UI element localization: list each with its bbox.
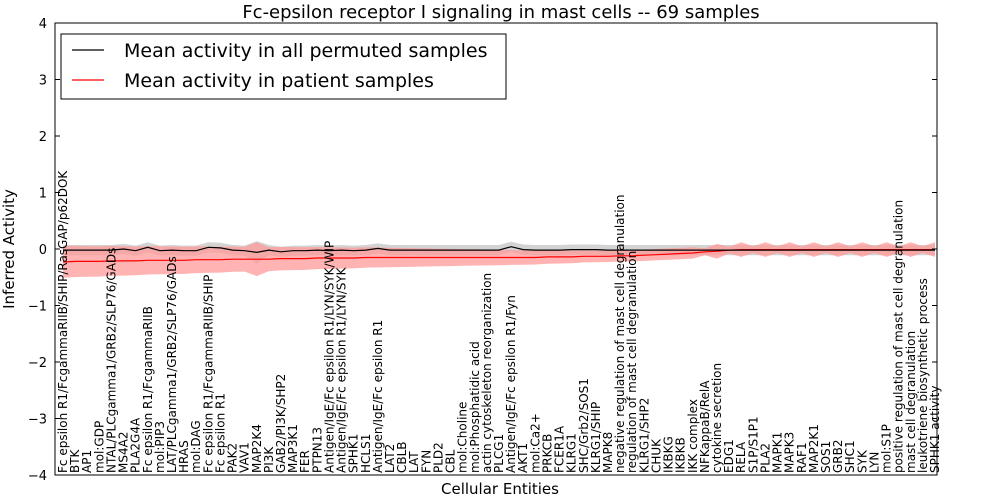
x-axis-label: Cellular Entities: [441, 480, 559, 498]
x-tick-label: MAPK3: [783, 432, 797, 473]
x-tick-label: GRB2: [831, 439, 845, 473]
legend-box: [60, 33, 507, 100]
y-tick-label: −1: [28, 300, 47, 315]
x-tick-label: regulation of mast cell degranulation: [625, 251, 639, 473]
x-tick-label: MAP2K1: [807, 424, 821, 473]
x-tick-label: CHUK: [649, 438, 663, 473]
x-tick-label: Antigen/IgE/Fc epsilon R1/LYN/SYK/WIP: [322, 241, 336, 473]
x-tick-label: mol:Choline: [456, 402, 470, 473]
x-tick-label: Fc epsilon R1/FcgammaRIIB/SHIP: [201, 275, 215, 473]
x-tick-label: negative regulation of mast cell degranu…: [613, 194, 627, 473]
legend-label-permuted: Mean activity in all permuted samples: [124, 40, 487, 62]
x-tick-label: RELA: [734, 441, 748, 473]
x-tick-label: MAPK8: [601, 432, 615, 473]
x-tick-label: Fc epsilon R1/FcgammaRIIB: [141, 306, 155, 473]
y-tick-label: 4: [39, 17, 47, 32]
y-tick-label: 3: [39, 74, 47, 89]
x-tick-label: KLRG1/SHP2: [637, 398, 651, 473]
x-tick-label: LYN: [867, 452, 881, 473]
x-tick-label: PRKCB: [540, 434, 554, 473]
x-tick-label: HCLS1: [359, 434, 373, 473]
x-tick-label: LAT2: [383, 444, 397, 473]
x-tick-label: PAK2: [226, 443, 240, 473]
x-tick-label: PLA2: [758, 443, 772, 473]
x-tick-label: PLCG1: [492, 434, 506, 473]
y-tick-label: 1: [39, 187, 47, 202]
x-tick-label: Antigen/IgE/Fc epsilon R1/LYN/SYK: [335, 266, 349, 473]
x-tick-label: actin cytoskeleton reorganization: [480, 273, 494, 473]
x-tick-label: CBLB: [395, 441, 409, 473]
x-tick-label: SHC1: [843, 440, 857, 473]
x-tick-label: CBL: [444, 449, 458, 473]
x-tick-label: SYK: [855, 449, 869, 473]
x-tick-label: NFKappaB/RelA: [698, 380, 712, 473]
x-tick-label: PI3K: [262, 446, 276, 473]
x-tick-label: mol:Phosphatidic acid: [468, 341, 482, 473]
series-layer: [62, 246, 935, 263]
y-tick-label: −2: [28, 356, 47, 371]
y-axis-label: Inferred Activity: [0, 189, 18, 309]
x-tick-label: SHC/Grb2/SOS1: [577, 378, 591, 473]
entity-label-layer: Fc epsilon R1/FcgammaRIIB/SHIP/RasGAP/p6…: [56, 170, 942, 473]
x-tick-label: SPHK1: [347, 434, 361, 473]
x-tick-label: RAF1: [795, 442, 809, 473]
x-tick-label: MAPK1: [771, 432, 785, 473]
x-tick-label: NTAL/PLCgamma1/GRB2/SLP76/GADs: [104, 248, 118, 473]
x-tick-label: MAP3K1: [286, 424, 300, 473]
legend: Mean activity in all permuted samples Me…: [60, 33, 507, 100]
x-tick-label: mol:S1P: [880, 424, 894, 473]
x-tick-label: BTK: [68, 448, 82, 473]
x-tick-label: Fc epsilon R1: [213, 393, 227, 473]
x-tick-label: KLRG1/SHIP: [589, 402, 603, 473]
x-tick-label: leukotriene biosynthetic process: [916, 278, 930, 473]
x-tick-label: FCER1A: [553, 425, 567, 473]
series-line-permuted: [63, 246, 935, 254]
x-tick-label: mol:DAG: [189, 420, 203, 473]
x-tick-label: LAT: [407, 451, 421, 473]
y-tick-label: 2: [39, 130, 47, 145]
x-tick-label: positive regulation of mast cell degranu…: [892, 200, 906, 473]
x-tick-label: FYN: [419, 450, 433, 473]
x-tick-label: AP1: [80, 450, 94, 473]
x-tick-label: mol:Ca2+: [528, 413, 542, 473]
y-tick-label: −4: [28, 469, 47, 484]
x-tick-label: VAV1: [238, 442, 252, 473]
x-tick-label: cytokine secretion: [710, 363, 724, 473]
x-tick-label: Antigen/IgE/Fc epsilon R1/Fyn: [504, 295, 518, 473]
x-tick-label: SOS1: [819, 441, 833, 473]
x-tick-label: mol:PIP3: [153, 421, 167, 473]
y-axis: −4 −3 −2 −1 0 1 2 3 4: [28, 17, 937, 484]
x-tick-label: KLRG1: [565, 433, 579, 473]
x-tick-label: mol:GDP: [92, 421, 106, 473]
x-tick-label: Fc epsilon R1/FcgammaRIIB/SHIP/RasGAP/p6…: [56, 170, 70, 473]
x-tick-label: GAB2/PI3K/SHP2: [274, 374, 288, 473]
y-tick-label: −3: [28, 413, 47, 428]
x-tick-label: PLA2G4A: [129, 417, 143, 473]
x-tick-label: PTPN13: [310, 427, 324, 473]
x-tick-label: AKT1: [516, 443, 530, 473]
x-tick-label: FER: [298, 450, 312, 473]
chart-title: Fc-epsilon receptor I signaling in mast …: [242, 2, 759, 23]
y-tick-label: 0: [39, 243, 47, 258]
x-tick-label: IKK complex: [686, 399, 700, 473]
x-tick-label: mast cell degranulation: [904, 331, 918, 473]
legend-label-patient: Mean activity in patient samples: [124, 70, 434, 92]
x-tick-label: MS4A2: [117, 432, 131, 473]
x-tick-label: PLD2: [431, 442, 445, 473]
x-tick-label: MAP2K4: [250, 424, 264, 473]
x-tick-label: Antigen/IgE/Fc epsilon R1: [371, 320, 385, 473]
x-tick-label: EDG1: [722, 439, 736, 473]
x-tick-label: S1P/S1P1: [746, 416, 760, 473]
x-tick-label: LAT/PLCgamma1/GRB2/SLP76/GADs: [165, 256, 179, 473]
x-tick-label: SPHK1 activity: [928, 386, 942, 473]
x-tick-label: IKBKB: [674, 437, 688, 473]
x-tick-label: IKBKG: [662, 436, 676, 473]
x-tick-label: HRAS: [177, 440, 191, 473]
